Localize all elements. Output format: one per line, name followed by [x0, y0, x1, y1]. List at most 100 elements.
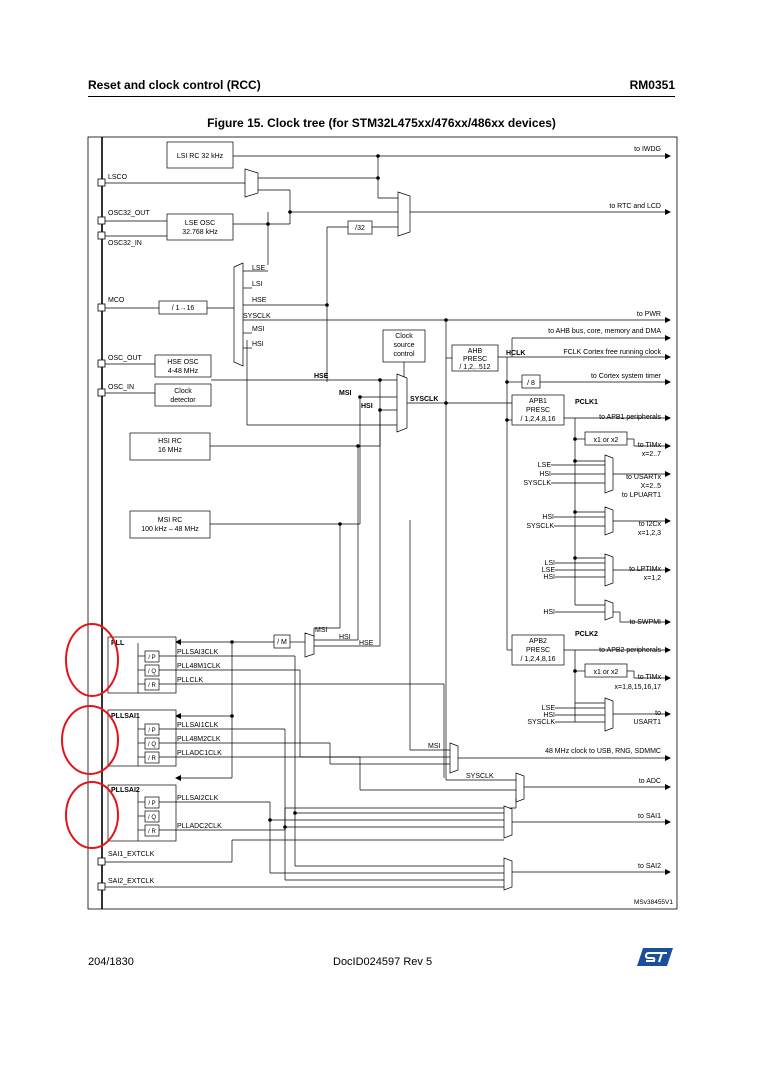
usb-clock-mux	[449, 742, 459, 774]
out-usart-2: X=2..5	[641, 483, 662, 490]
sig-msi-usb: MSI	[428, 743, 441, 750]
out-apb2: to APB2 peripherals	[599, 647, 661, 654]
lse-osc-block	[166, 213, 234, 241]
pin-osc-out: OSC_OUT	[108, 355, 143, 362]
hsi-rc-block	[129, 432, 211, 461]
mco-divider	[158, 300, 208, 315]
out-pwr: to PWR	[637, 311, 661, 318]
out-usart-1: to USARTx	[626, 474, 661, 481]
rtc-mux	[397, 191, 411, 237]
clock-detector-block	[154, 383, 212, 407]
i2c-in-hsi: HSI	[542, 514, 554, 521]
swpmi-in-hsi: HSI	[543, 609, 555, 616]
div8-label: / 8	[527, 380, 535, 387]
out-fclk: FCLK Cortex free running clock	[563, 349, 661, 356]
out-iwdg: to IWDG	[634, 146, 661, 153]
mco-mux	[233, 262, 244, 367]
sai2-mux	[503, 857, 513, 891]
sig-pll48m1clk: PLL48M1CLK	[177, 663, 221, 670]
ahb-label-3: / 1,2,..512	[459, 364, 490, 371]
clkdet-label-1: Clock	[174, 388, 192, 395]
pll-source-mux	[304, 632, 315, 658]
apb2-label-3: / 1,2,4,8,16	[520, 656, 555, 663]
header-rule	[88, 96, 675, 97]
sig-sysclk: SYSCLK	[243, 313, 271, 320]
header-doc-number: RM0351	[629, 78, 675, 92]
hse-osc-block	[154, 354, 212, 378]
sig-hse: HSE	[252, 297, 267, 304]
pllsai2-q: / Q	[148, 815, 156, 821]
lptim-mux	[604, 553, 614, 587]
pll-m-divider	[273, 634, 291, 649]
apb2-prescaler	[511, 634, 565, 666]
hsi-label-1: HSI RC	[158, 438, 182, 445]
sig-hclk: HCLK	[506, 350, 525, 357]
div32-label: /32	[355, 225, 365, 232]
swpmi-mux	[604, 599, 614, 621]
lptim-in-lse: LSE	[542, 567, 556, 574]
sig-hse-bold: HSE	[314, 373, 329, 380]
x12-label-2: x1 or x2	[594, 669, 619, 676]
sig-msi-pll: MSI	[315, 627, 328, 634]
header-section-title: Reset and clock control (RCC)	[88, 78, 261, 92]
pllsai2-label: PLLSAI2	[111, 787, 140, 794]
apb2-timer-multiplier	[584, 663, 628, 678]
diagram-ref: MSv38455V1	[634, 899, 673, 906]
div32-block	[347, 220, 373, 235]
pin-mco: MCO	[108, 297, 125, 304]
annotation-circle-pll	[65, 623, 119, 697]
apb1-label-1: APB1	[529, 398, 547, 405]
pll-p: / P	[148, 655, 155, 661]
hse-label-1: HSE OSC	[167, 359, 199, 366]
pin-sai1-extclk: SAI1_EXTCLK	[108, 851, 155, 858]
lse-label-2: 32.768 kHz	[182, 229, 218, 236]
lsi-rc-block	[166, 141, 234, 169]
out-sai2: to SAI2	[638, 863, 661, 870]
out-lptim-1: to LPTIMx	[629, 566, 661, 573]
usart-mux	[604, 454, 614, 494]
out-timx2-2: x=1,8,15,16,17	[614, 684, 661, 691]
lsco-mux	[244, 168, 259, 198]
divm-label: / M	[277, 639, 287, 646]
sig-pllsai3clk: PLLSAI3CLK	[177, 649, 219, 656]
out-timx2-1: to TIMx	[638, 674, 662, 681]
msi-label-1: MSI RC	[158, 517, 183, 524]
ahb-prescaler	[451, 344, 499, 372]
ahb-label-2: PRESC	[463, 356, 487, 363]
out-lptim-2: x=1,2	[644, 575, 661, 582]
css-label-2: source	[393, 342, 414, 349]
sig-pllsai2clk: PLLSAI2CLK	[177, 795, 219, 802]
out-swpmi: to SWPMI	[629, 619, 661, 626]
pllsai2-r: / R	[148, 829, 156, 835]
pllsai1-label: PLLSAI1	[111, 713, 140, 720]
sig-pllclk: PLLCLK	[177, 677, 203, 684]
footer-doc-id: DocID024597 Rev 5	[333, 956, 433, 968]
usart1-in-hsi: HSI	[543, 712, 555, 719]
lptim-in-lsi: LSI	[544, 560, 555, 567]
mco-div-label: / 1→16	[172, 305, 195, 312]
sig-lsi: LSI	[252, 281, 263, 288]
annotation-circle-pllsai2	[65, 781, 119, 849]
i2c-mux	[604, 506, 614, 536]
sig-msi: MSI	[252, 326, 265, 333]
apb1-timer-multiplier	[584, 431, 628, 446]
sig-plladc2clk: PLLADC2CLK	[177, 823, 222, 830]
out-ahb: to AHB bus, core, memory and DMA	[548, 328, 661, 335]
div8-block	[521, 374, 541, 389]
apb2-label-2: PRESC	[526, 647, 550, 654]
out-systick: to Cortex system timer	[591, 373, 662, 380]
pin-osc32-in: OSC32_IN	[108, 240, 142, 247]
pin-sai2-extclk: SAI2_EXTCLK	[108, 878, 155, 885]
out-i2c-1: to I2Cx	[639, 521, 662, 528]
pllsai1-q: / Q	[148, 742, 156, 748]
sai1-mux	[503, 805, 513, 839]
pll-label: PLL	[111, 640, 125, 647]
annotation-circle-pllsai1	[61, 705, 119, 775]
pin-osc32-out: OSC32_OUT	[108, 210, 150, 217]
pll-q: / Q	[148, 669, 156, 675]
sig-hsi-bold: HSI	[361, 403, 373, 410]
sig-sysclk-adc: SYSCLK	[466, 773, 494, 780]
pllsai2-block	[107, 784, 177, 842]
diagram-frame	[87, 136, 678, 910]
